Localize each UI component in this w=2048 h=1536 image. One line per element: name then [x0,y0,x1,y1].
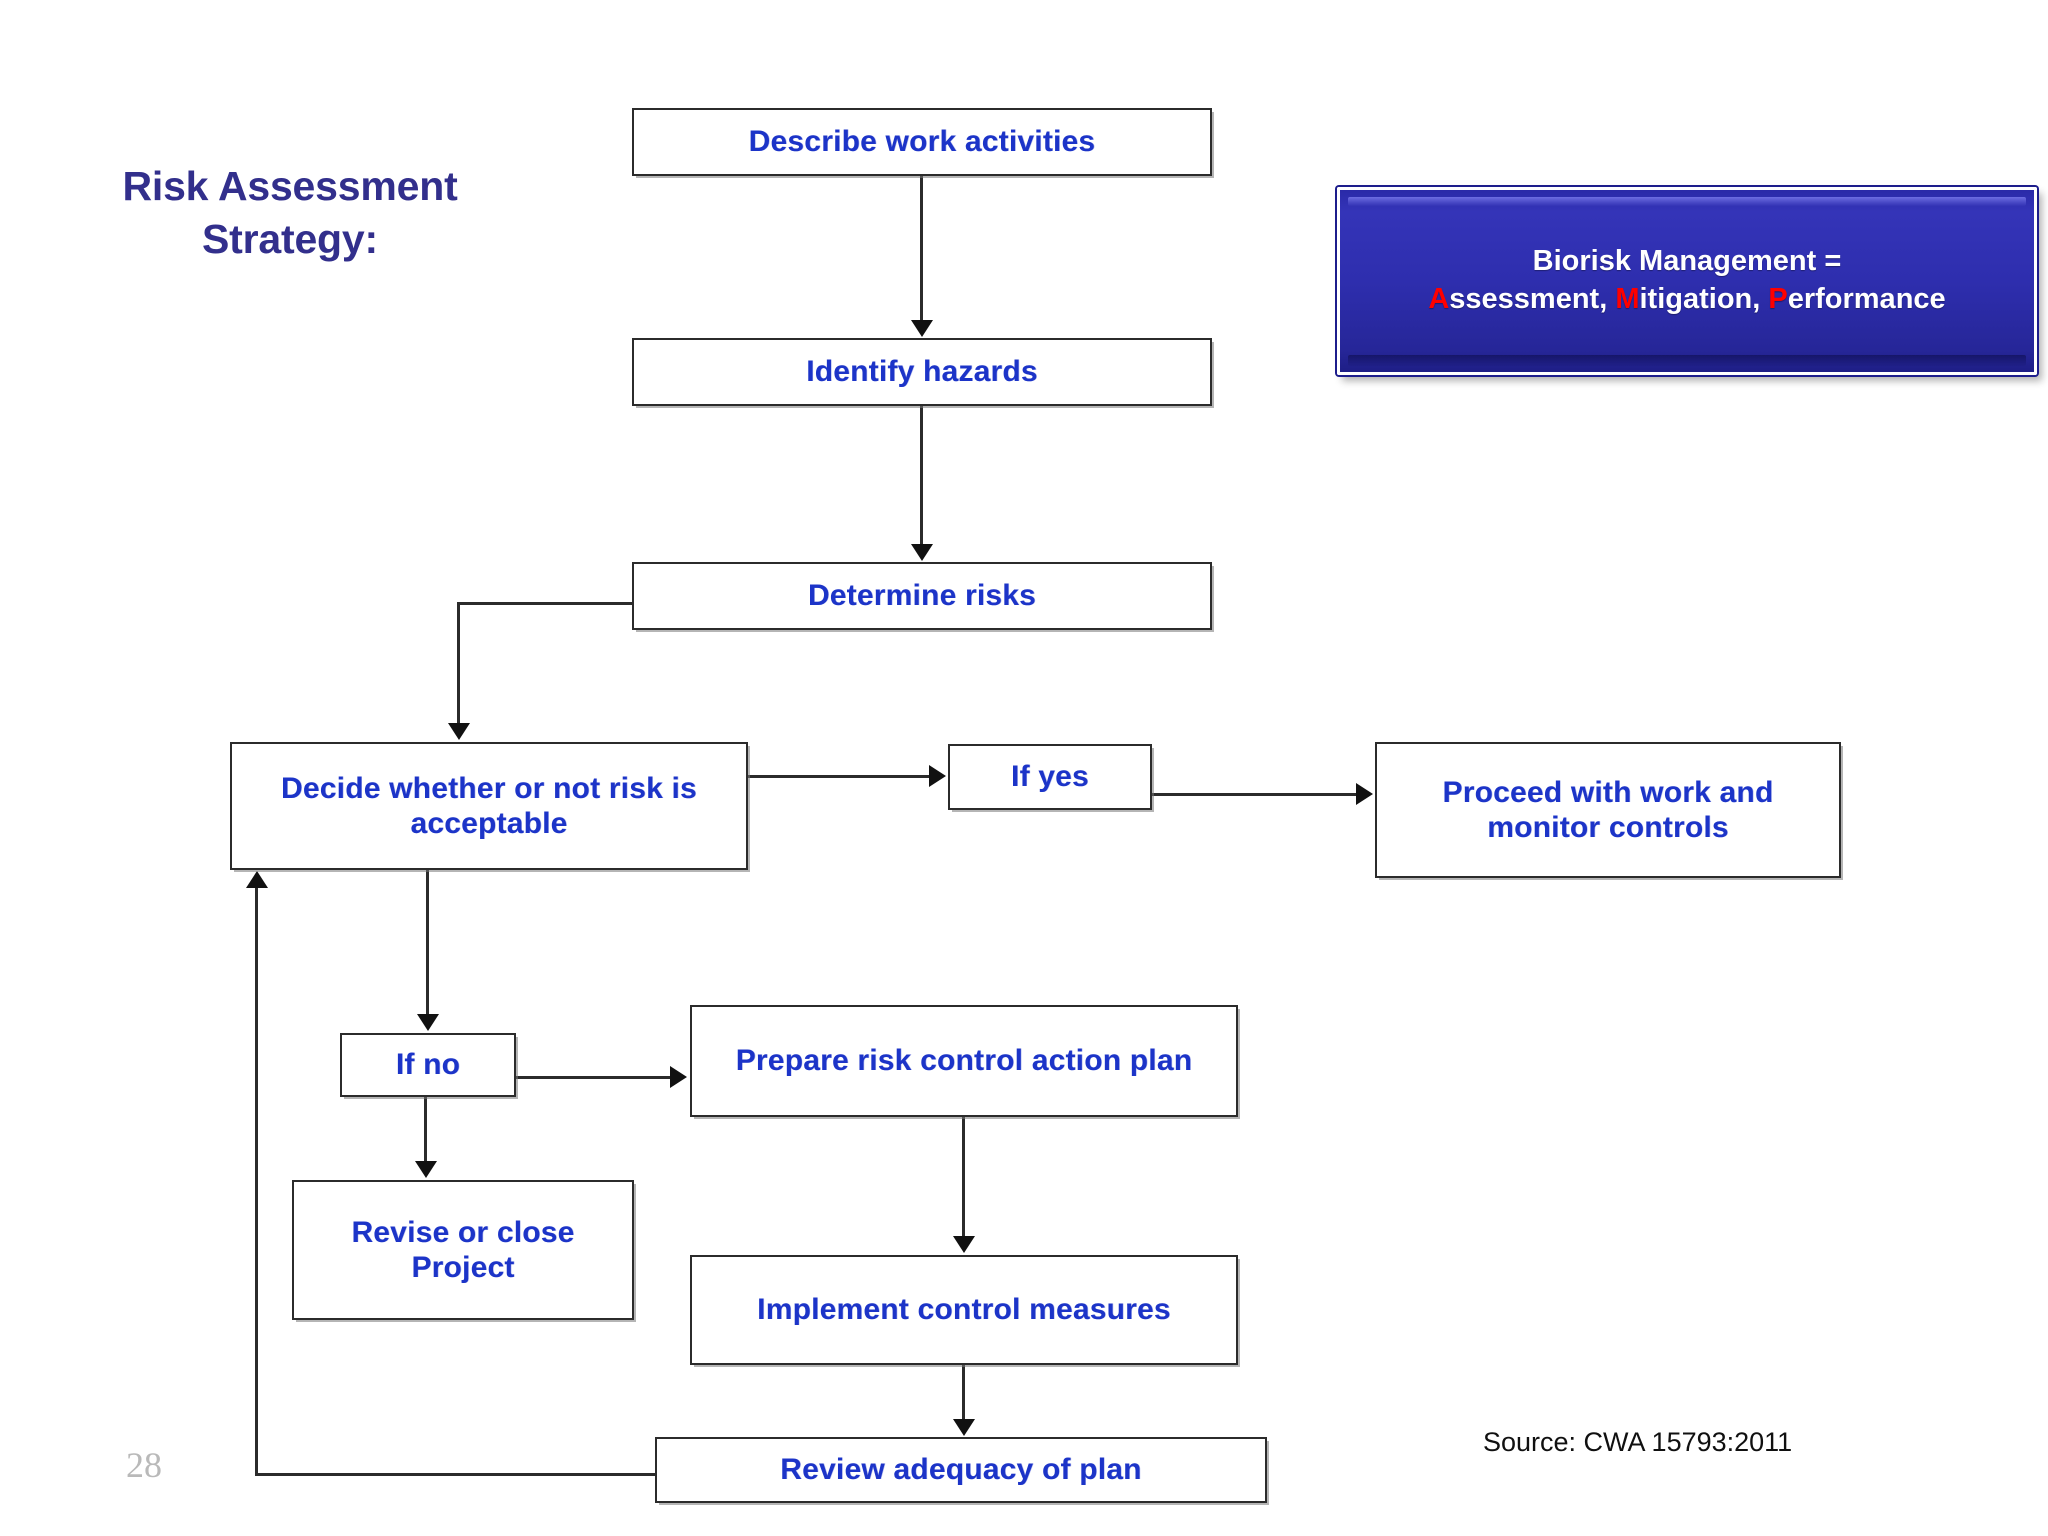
biorisk-initial-a: A [1428,283,1450,315]
biorisk-word-mitigation: itigation, [1639,283,1769,315]
arrowhead-decide-to-ifno [417,1014,439,1031]
biorisk-callout-text: Biorisk Management = Assessment, Mitigat… [1428,243,1945,318]
flow-node-describe-work-activities[interactable]: Describe work activities [632,108,1212,176]
arrowhead-ifno-to-prepare [670,1066,687,1088]
edge-implement-to-review [962,1365,965,1420]
flow-node-review-adequacy-of-plan[interactable]: Review adequacy of plan [655,1437,1267,1503]
page-number: 28 [126,1445,162,1485]
flow-node-prepare-risk-control-plan[interactable]: Prepare risk control action plan [690,1005,1238,1117]
arrowhead-prepare-to-implement [953,1236,975,1253]
biorisk-word-assessment: ssessment, [1449,283,1616,315]
arrowhead-ifyes-to-proceed [1356,783,1373,805]
edge-determine-to-decide-vertical [457,602,460,724]
page-title: Risk Assessment Strategy: [90,160,490,267]
biorisk-callout-line-1: Biorisk Management = [1532,245,1842,278]
arrowhead-implement-to-review [953,1419,975,1436]
source-citation: Source: CWA 15793:2011 [1483,1427,1793,1457]
flow-node-proceed-with-work[interactable]: Proceed with work and monitor controls [1375,742,1841,878]
flow-node-implement-control-measures[interactable]: Implement control measures [690,1255,1238,1365]
edge-describe-to-identify [920,176,923,321]
flow-node-identify-hazards[interactable]: Identify hazards [632,338,1212,406]
page-title-line-1: Risk Assessment [122,163,458,209]
edge-identify-to-determine [920,406,923,546]
flow-node-determine-risks[interactable]: Determine risks [632,562,1212,630]
biorisk-initial-p: P [1768,283,1788,315]
flow-node-decide-risk-acceptable[interactable]: Decide whether or not risk is acceptable [230,742,748,870]
arrowhead-determine-to-decide [448,723,470,740]
flow-node-if-yes[interactable]: If yes [948,744,1152,810]
edge-review-to-decide-horizontal [255,1473,657,1476]
edge-prepare-to-implement [962,1117,965,1237]
edge-decide-to-ifyes [748,775,932,778]
arrowhead-describe-to-identify [911,320,933,337]
flow-node-if-no[interactable]: If no [340,1033,516,1097]
biorisk-word-performance: erformance [1787,283,1946,315]
biorisk-callout-line-2: Assessment, Mitigation, Performance [1428,281,1945,319]
edge-ifno-to-revise [424,1097,427,1162]
page-title-line-2: Strategy: [202,216,378,263]
biorisk-management-callout: Biorisk Management = Assessment, Mitigat… [1337,187,2037,375]
edge-ifyes-to-proceed [1152,793,1358,796]
edge-decide-to-ifno [426,870,429,1015]
arrowhead-ifno-to-revise [415,1161,437,1178]
biorisk-initial-m: M [1615,283,1640,315]
edge-ifno-to-prepare [516,1076,672,1079]
edge-determine-to-decide-horizontal [457,602,635,605]
arrowhead-decide-to-ifyes [929,765,946,787]
flow-node-revise-or-close-project[interactable]: Revise or close Project [292,1180,634,1320]
arrowhead-identify-to-determine [911,544,933,561]
edge-review-to-decide-vertical [255,888,258,1476]
arrowhead-review-to-decide [246,871,268,888]
